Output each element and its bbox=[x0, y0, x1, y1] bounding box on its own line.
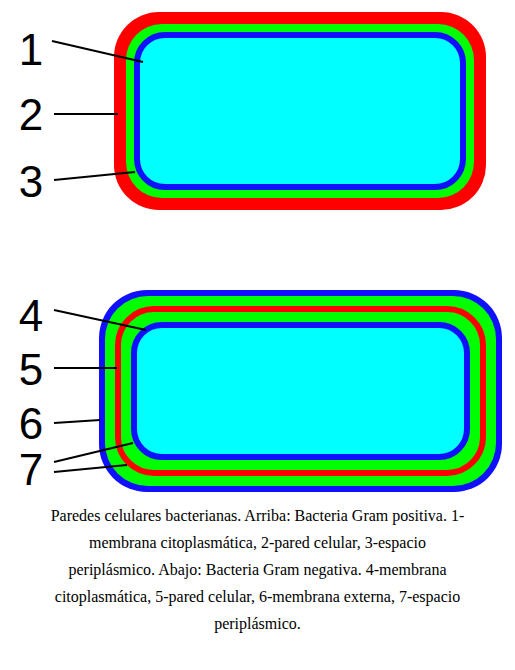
leader-line bbox=[54, 310, 146, 330]
leader-line bbox=[54, 443, 133, 462]
outer-membrane bbox=[99, 290, 502, 492]
callout-number: 1 bbox=[19, 28, 43, 72]
callout-number: 6 bbox=[19, 402, 43, 446]
callout-number: 3 bbox=[19, 160, 43, 204]
periplasmic-space bbox=[126, 24, 474, 198]
leader-line bbox=[52, 41, 143, 62]
callout-number: 7 bbox=[19, 448, 43, 492]
leader-line bbox=[54, 367, 117, 369]
cell-wall bbox=[118, 309, 483, 473]
cell-wall bbox=[114, 12, 486, 210]
periplasmic-space bbox=[105, 296, 496, 486]
leader-line bbox=[54, 465, 127, 472]
leader-line bbox=[54, 420, 100, 423]
callout-number: 5 bbox=[19, 348, 43, 392]
cytoplasmic-membrane bbox=[137, 35, 463, 187]
callout-number: 4 bbox=[19, 294, 43, 338]
cytoplasmic-membrane bbox=[134, 325, 467, 457]
leader-line bbox=[54, 172, 135, 180]
leader-line bbox=[54, 113, 118, 115]
callout-number: 2 bbox=[19, 93, 43, 137]
figure-caption: Paredes celulares bacterianas. Arriba: B… bbox=[45, 502, 470, 637]
